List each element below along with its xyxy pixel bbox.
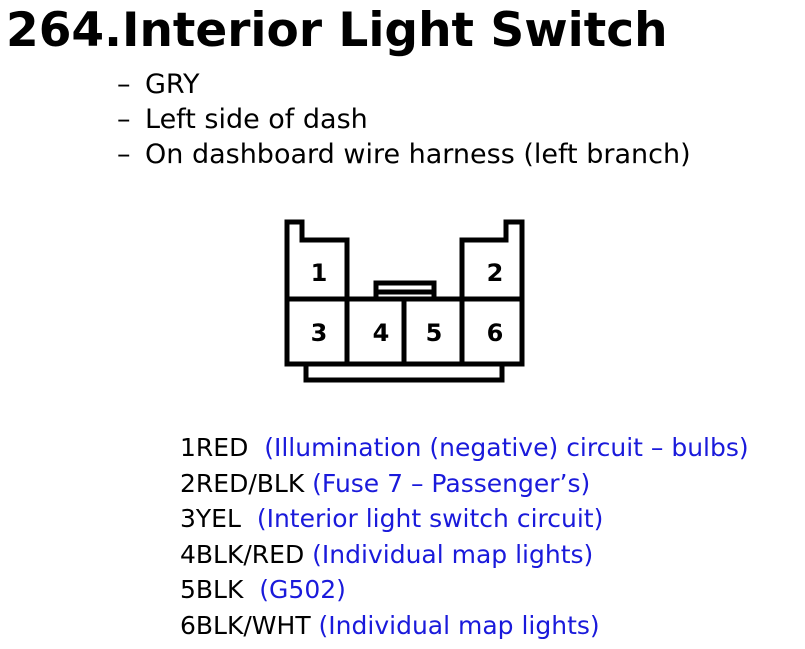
pin-list: 1RED (Illumination (negative) circuit – …: [180, 430, 749, 644]
pin-code: 6BLK/WHT: [180, 610, 311, 640]
cavity-label-3: 3: [311, 319, 328, 347]
cavity-label-5: 5: [426, 319, 443, 347]
note-item: –GRY: [117, 67, 691, 102]
pin-description: (Illumination (negative) circuit – bulbs…: [264, 433, 749, 462]
pin-row: 5BLK (G502): [180, 572, 749, 608]
cavity-label-6: 6: [487, 319, 504, 347]
pin-description: (Individual map lights): [318, 610, 600, 640]
pin-code: 4BLK/RED: [180, 539, 305, 569]
pin-row: 2RED/BLK (Fuse 7 – Passenger’s): [180, 466, 749, 502]
pin-code: 3YEL: [180, 504, 241, 534]
pin-row: 4BLK/RED (Individual map lights): [180, 537, 749, 573]
note-item: –Left side of dash: [117, 102, 691, 137]
pin-gap: [304, 540, 312, 569]
page-title: 264.Interior Light Switch: [6, 3, 668, 58]
pin-row: 3YEL (Interior light switch circuit): [180, 501, 749, 537]
note-dash: –: [117, 104, 131, 135]
cavity-label-4: 4: [373, 319, 390, 347]
connector-face-diagram: 1 2 3 4 5 6: [284, 219, 525, 383]
connector-housing: [284, 219, 525, 383]
cavity-label-2: 2: [487, 259, 504, 287]
note-dash: –: [117, 139, 131, 170]
note-text: On dashboard wire harness (left branch): [145, 139, 691, 170]
note-dash: –: [117, 69, 131, 100]
pin-description: (Individual map lights): [312, 539, 594, 569]
pin-code: 2RED/BLK: [180, 468, 305, 498]
pin-gap: [311, 611, 319, 640]
pin-gap: [241, 504, 257, 533]
pin-gap: [243, 575, 259, 604]
pin-code: 5BLK: [180, 575, 244, 605]
cavity-label-1: 1: [311, 259, 328, 287]
pin-description: (Interior light switch circuit): [256, 504, 604, 534]
pin-code: 1RED: [180, 433, 249, 462]
pin-description: (Fuse 7 – Passenger’s): [312, 468, 591, 498]
note-text: Left side of dash: [145, 104, 368, 135]
connector-notes: –GRY –Left side of dash –On dashboard wi…: [117, 67, 691, 172]
note-item: –On dashboard wire harness (left branch): [117, 137, 691, 172]
pin-gap: [304, 469, 312, 498]
pin-description: (G502): [259, 575, 346, 605]
pin-gap: [248, 433, 264, 462]
note-text: GRY: [145, 69, 200, 100]
pin-row: 6BLK/WHT (Individual map lights): [180, 608, 749, 644]
pin-row: 1RED (Illumination (negative) circuit – …: [180, 430, 749, 466]
